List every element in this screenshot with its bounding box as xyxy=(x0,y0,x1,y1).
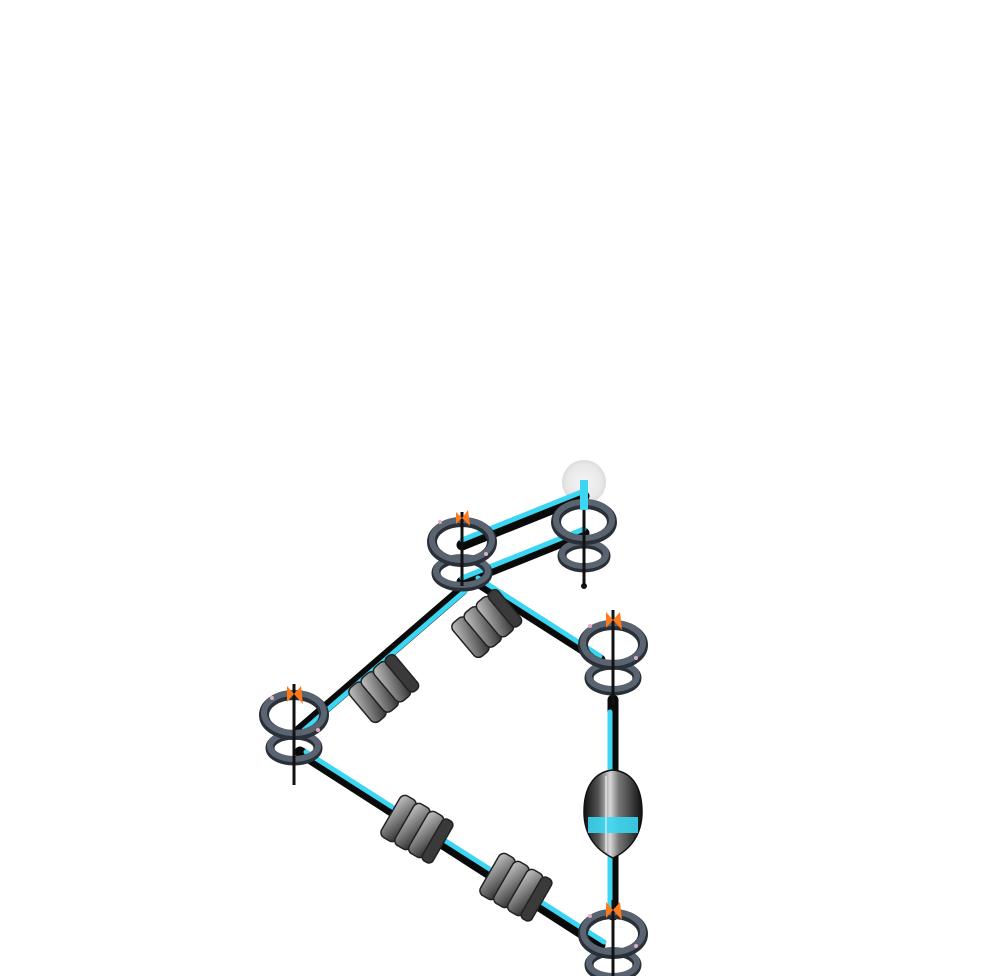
right-node[interactable] xyxy=(578,610,648,705)
top-left-node[interactable] xyxy=(427,510,497,592)
beam-tube-bottom xyxy=(294,746,607,951)
left-node[interactable] xyxy=(259,684,329,785)
segment-magnet-upper-left-2[interactable] xyxy=(449,588,523,660)
bottom-node[interactable] xyxy=(578,900,648,976)
cavity-module[interactable] xyxy=(583,769,643,859)
top-right-node[interactable] xyxy=(551,480,617,589)
segment-magnet-bottom-2[interactable] xyxy=(478,851,554,923)
segment-magnet-bottom-1[interactable] xyxy=(379,793,455,865)
segment-magnet-upper-left-1[interactable] xyxy=(346,653,420,725)
